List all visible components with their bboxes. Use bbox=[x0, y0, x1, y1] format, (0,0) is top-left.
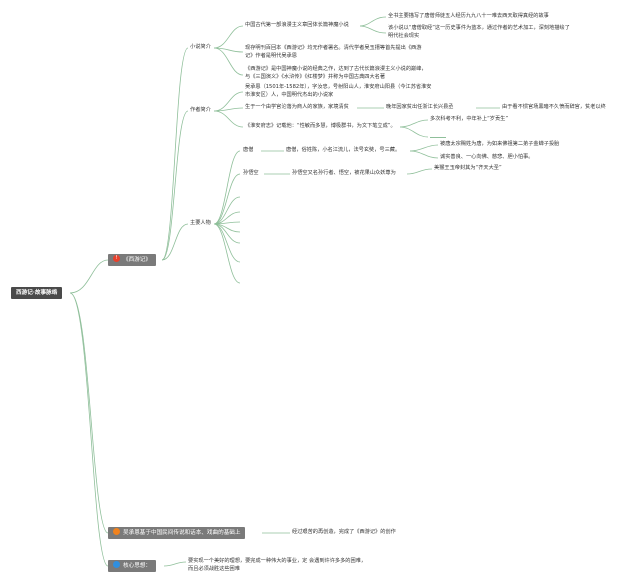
root-label: 西游记·故事脉络 bbox=[16, 290, 58, 296]
link-intro-item1 bbox=[213, 25, 244, 49]
link-intro-item3 bbox=[213, 47, 244, 76]
branch-core[interactable]: 核心思想： bbox=[108, 560, 156, 572]
core-detail-2: 而且必须战胜这些困难 bbox=[188, 566, 240, 572]
link-root-origin bbox=[69, 292, 109, 534]
intro-item2a[interactable]: 现存明刊百回本《西游记》均无作者署名。清代学者吴玉搢等首先提出《西游 bbox=[245, 45, 422, 51]
link-record-sub2 bbox=[399, 126, 429, 138]
branch-core-label: 核心思想： bbox=[123, 563, 151, 569]
tangseng-desc[interactable]: 唐僧，俗姓陈，小名江流儿，法号玄奘，号三藏。 bbox=[286, 147, 401, 153]
link-xiyouji-intro bbox=[161, 47, 189, 261]
blue-dot-icon bbox=[113, 561, 120, 568]
link-characters-3 bbox=[213, 196, 241, 225]
intro-item1[interactable]: 中国古代第一部浪漫主义章回体长篇神魔小说 bbox=[245, 22, 349, 28]
link-xiyouji-author bbox=[161, 110, 189, 261]
wukong-sub[interactable]: 美猴王玉帝封其为“齐天大圣” bbox=[434, 165, 502, 171]
intro-item1-sub2b: 明代社会现实 bbox=[388, 33, 420, 39]
link-wukong-sub bbox=[406, 168, 433, 175]
intro-item3b: 与《三国演义》《水浒传》《红楼梦》并称为中国古典四大名著 bbox=[245, 74, 386, 80]
link-tangseng-sub2 bbox=[409, 150, 439, 159]
link-item1-sub2 bbox=[359, 25, 387, 34]
author-bio-a[interactable]: 吴承恩（1501年-1582年），字汝忠，号射阳山人，淮安府山阳县（今江苏省淮安 bbox=[245, 84, 432, 90]
link-author-family bbox=[213, 107, 244, 112]
wukong-desc[interactable]: 孙悟空又名孙行者、悟空，被花果山众妖尊为 bbox=[292, 170, 396, 176]
author-record-sub2-empty[interactable] bbox=[430, 137, 446, 138]
link-author-bio bbox=[213, 91, 244, 112]
author-record-sub1[interactable]: 多次科考不利，中年补上“岁贡生” bbox=[430, 116, 509, 122]
characters-label[interactable]: 主要人物 bbox=[190, 220, 211, 226]
link-characters-wukong bbox=[213, 173, 241, 225]
character-wukong[interactable]: 孙悟空 bbox=[243, 170, 259, 176]
branch-xiyouji[interactable]: !《西游记》 bbox=[108, 254, 156, 266]
intro-item1-sub1[interactable]: 全书主要描写了唐僧师徒五人经历九九八十一难去西天取得真经的故事 bbox=[388, 13, 549, 19]
tangseng-sub2[interactable]: 诚实善良、一心向佛、慈悲、胆小怕事。 bbox=[440, 154, 534, 160]
branch-xiyouji-label: 《西游记》 bbox=[123, 257, 151, 263]
author-family[interactable]: 生于一个由学官沦落为商人的家族，家境清贫 bbox=[245, 104, 349, 110]
root-node[interactable]: 西游记·故事脉络 bbox=[11, 287, 63, 299]
tangseng-sub1[interactable]: 被唐太宗赐姓为唐，为如来佛祖第二弟子金蝉子投胎 bbox=[440, 141, 560, 147]
branch-origin[interactable]: 吴承恩基于中国民间传说和话本、戏曲的基础上 bbox=[108, 527, 246, 539]
branch-origin-label: 吴承恩基于中国民间传说和话本、戏曲的基础上 bbox=[123, 530, 241, 536]
link-item1-sub1 bbox=[359, 16, 387, 27]
author-bio-b: 市淮安区）人，中国明代杰出的小说家 bbox=[245, 92, 334, 98]
link-core-detail bbox=[163, 561, 187, 567]
origin-detail: 经过艰苦的再创造，完成了《西游记》的创作 bbox=[292, 529, 396, 535]
link-xiyouji-characters bbox=[161, 223, 189, 261]
author-family-sub[interactable]: 晚年因家贫出任浙江长兴县丞 bbox=[386, 104, 454, 110]
author-family-sub2[interactable]: 由于看不惯官场黑暗不久愤而辞官，贫老以终 bbox=[502, 104, 606, 110]
link-characters-tangseng bbox=[213, 150, 241, 225]
author-label[interactable]: 作者简介 bbox=[190, 107, 211, 113]
link-characters-9 bbox=[213, 223, 241, 284]
link-root-core bbox=[69, 292, 109, 567]
intro-item1-sub2a[interactable]: 该小说以“唐僧取经”这一历史事件为蓝本，通过作者的艺术加工，深刻地描绘了 bbox=[388, 25, 570, 31]
orange-dot-icon bbox=[113, 528, 120, 535]
character-tangseng[interactable]: 唐僧 bbox=[243, 147, 254, 153]
intro-label[interactable]: 小说简介 bbox=[190, 44, 211, 50]
core-detail-1: 要实现一个美好的理想，要完成一种伟大的事业，定 会遇到许许多多的困难， bbox=[188, 558, 367, 564]
intro-item2b: 记》作者是明代吴承恩 bbox=[245, 53, 297, 59]
author-record[interactable]: 《淮安府志》记载他：“性敏而多慧，博极群书，为文下笔立成”。 bbox=[245, 123, 396, 129]
link-characters-8 bbox=[213, 223, 241, 263]
link-tangseng-sub1 bbox=[409, 144, 439, 152]
alert-icon: ! bbox=[113, 255, 120, 262]
link-author-record bbox=[213, 110, 244, 128]
intro-item3a[interactable]: 《西游记》是中国神魔小说的经典之作，达到了古代长篇浪漫主义小说的巅峰， bbox=[245, 66, 427, 72]
link-record-sub1 bbox=[399, 119, 429, 128]
link-root-xiyouji bbox=[69, 259, 109, 294]
